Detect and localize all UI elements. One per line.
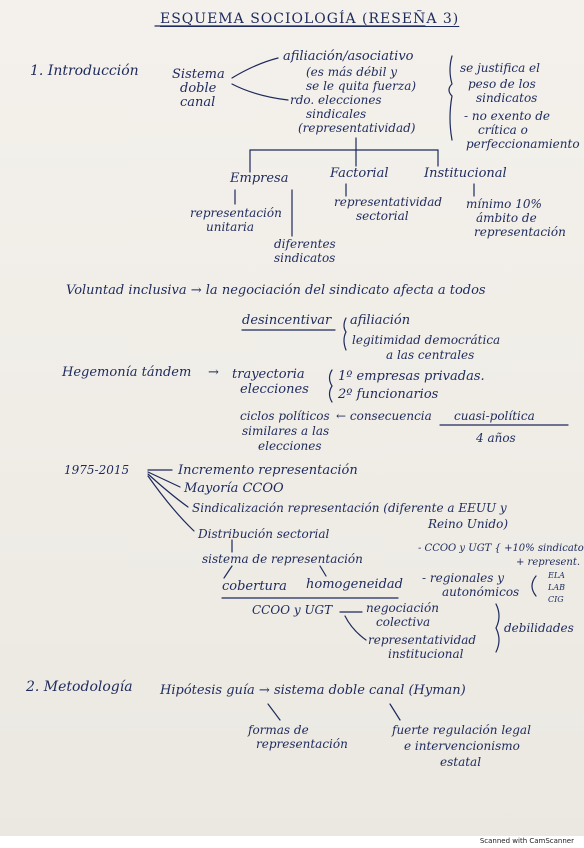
branch-afiliacion	[231, 57, 279, 79]
rep-unitaria-line-1: representación	[190, 206, 282, 220]
hegemonia-arrow: →	[208, 365, 219, 380]
minimo-line-2: ámbito de	[476, 211, 537, 225]
arrow-distribucion	[147, 475, 195, 532]
scanner-watermark: Scanned with CamScanner	[479, 837, 574, 845]
institucional-label: Institucional	[424, 166, 507, 181]
formas-line-2: representación	[256, 737, 348, 751]
elecciones-line-2: sindicales	[306, 107, 367, 121]
regional-ela: ELA	[548, 571, 565, 580]
arrow-rep-institucional	[344, 615, 367, 641]
anios-label: 4 años	[476, 431, 516, 445]
cuasi-label: cuasi-política	[454, 409, 535, 423]
formas-arrow	[267, 703, 281, 721]
mayoria-label: Mayoría CCOO	[184, 481, 284, 496]
consecuencia-label: ← consecuencia	[336, 409, 432, 423]
rep-institucional-line-1: representatividad	[368, 633, 477, 647]
diferentes-line-1: diferentes	[274, 237, 336, 251]
debilidades-label: debilidades	[504, 621, 574, 635]
ciclos-line-2: similares a las	[242, 424, 330, 438]
afiliacion2-label: afiliación	[350, 313, 411, 328]
rep-sectorial-line-2: sectorial	[356, 209, 409, 223]
sistema-rep-label: sistema de representación	[202, 552, 363, 566]
empresas-brace	[328, 369, 333, 403]
ccoo-ugt-pct-line-2: + represent.	[516, 557, 581, 568]
arrow-mayoria	[147, 471, 181, 488]
regionales-line-2: autonómicos	[442, 585, 520, 599]
formas-line-1: formas de	[248, 723, 309, 737]
sindicalizacion-label: Sindicalización representación (diferent…	[192, 501, 507, 515]
negociacion-line-2: colectiva	[376, 615, 431, 629]
factorial-label: Factorial	[330, 166, 389, 181]
arrow-sindicalizacion	[147, 473, 189, 508]
debilidades-brace	[495, 603, 500, 653]
ciclos-line-3: elecciones	[258, 439, 322, 453]
reino-label: Reino Unido)	[428, 517, 509, 531]
legitimidad-line-2: a las centrales	[386, 348, 475, 362]
rep-institucional-line-2: institucional	[388, 647, 464, 661]
regionales-brace	[531, 575, 537, 597]
page-title: ESQUEMA SOCIOLOGÍA (RESEÑA 3)	[160, 11, 460, 27]
homogeneidad-label: homogeneidad	[306, 577, 403, 592]
ccoo-ugt-label: CCOO y UGT	[252, 603, 333, 617]
minimo-line-1: mínimo 10%	[466, 197, 542, 211]
regional-lab: LAB	[548, 583, 565, 592]
justifica-line-3: sindicatos	[476, 91, 538, 105]
canal-label: canal	[180, 95, 216, 110]
critica-line-3: perfeccionamiento	[466, 137, 580, 151]
cobertura-label: cobertura	[222, 579, 287, 594]
rep-unitaria-line-2: unitaria	[206, 220, 254, 234]
trayectoria-line-1: trayectoria	[232, 367, 305, 382]
sistema-label: Sistema	[172, 67, 225, 82]
desincentivar-label: desincentivar	[242, 313, 332, 328]
hegemonia-label: Hegemonía tándem	[62, 365, 192, 380]
scanner-footer: Scanned with CamScanner	[0, 836, 584, 848]
sistema-rep-right	[319, 565, 327, 577]
justifica-line-1: se justifica el	[460, 61, 540, 75]
afiliacion-line-3: se le quita fuerza)	[306, 79, 417, 93]
empresas-line-1: 1º empresas privadas.	[338, 369, 485, 384]
fuerte-line-3: estatal	[440, 755, 482, 769]
branch-elecciones	[231, 83, 289, 101]
section-1-heading: 1. Introducción	[30, 63, 139, 79]
hipotesis-line: Hipótesis guía → sistema doble canal (Hy…	[160, 683, 466, 698]
diferentes-line-2: sindicatos	[274, 251, 336, 265]
empresas-line-2: 2º funcionarios	[338, 387, 439, 402]
legitimidad-line-1: legitimidad democrática	[352, 333, 501, 347]
regionales-line-1: - regionales y	[422, 571, 505, 585]
elecciones-line-3: (representatividad)	[298, 121, 416, 135]
fuerte-line-1: fuerte regulación legal	[392, 723, 531, 737]
sistema-rep-left	[223, 565, 233, 579]
elecciones-line-1: rdo. elecciones	[290, 93, 382, 107]
critica-line-1: - no exento de	[464, 109, 550, 123]
regional-cig: CIG	[548, 595, 564, 604]
minimo-line-3: representación	[474, 225, 566, 239]
afiliacion-brace	[343, 317, 347, 351]
trayectoria-line-2: elecciones	[240, 382, 309, 397]
afiliacion-line-1: afiliación/asociativo	[283, 49, 414, 64]
section-2-heading: 2. Metodología	[26, 679, 133, 695]
incremento-label: Incremento representación	[178, 463, 358, 478]
justifica-line-2: peso de los	[468, 77, 536, 91]
negociacion-line-1: negociación	[366, 601, 439, 615]
periodo-label: 1975-2015	[64, 463, 130, 477]
brace-right	[448, 55, 453, 141]
fuerte-line-2: e intervencionismo	[404, 739, 520, 753]
critica-line-2: crítica o	[478, 123, 528, 137]
ccoo-ugt-pct-line-1: - CCOO y UGT { +10% sindicato	[418, 543, 584, 554]
empresa-label: Empresa	[230, 171, 289, 186]
afiliacion-line-2: (es más débil y	[306, 65, 397, 79]
ciclos-line-1: ciclos políticos	[240, 409, 330, 423]
distribucion-label: Distribución sectorial	[198, 527, 330, 541]
doble-label: doble	[180, 81, 217, 96]
voluntad-line: Voluntad inclusiva → la negociación del …	[66, 283, 486, 298]
fuerte-arrow	[389, 703, 401, 721]
rep-sectorial-line-1: representatividad	[334, 195, 443, 209]
